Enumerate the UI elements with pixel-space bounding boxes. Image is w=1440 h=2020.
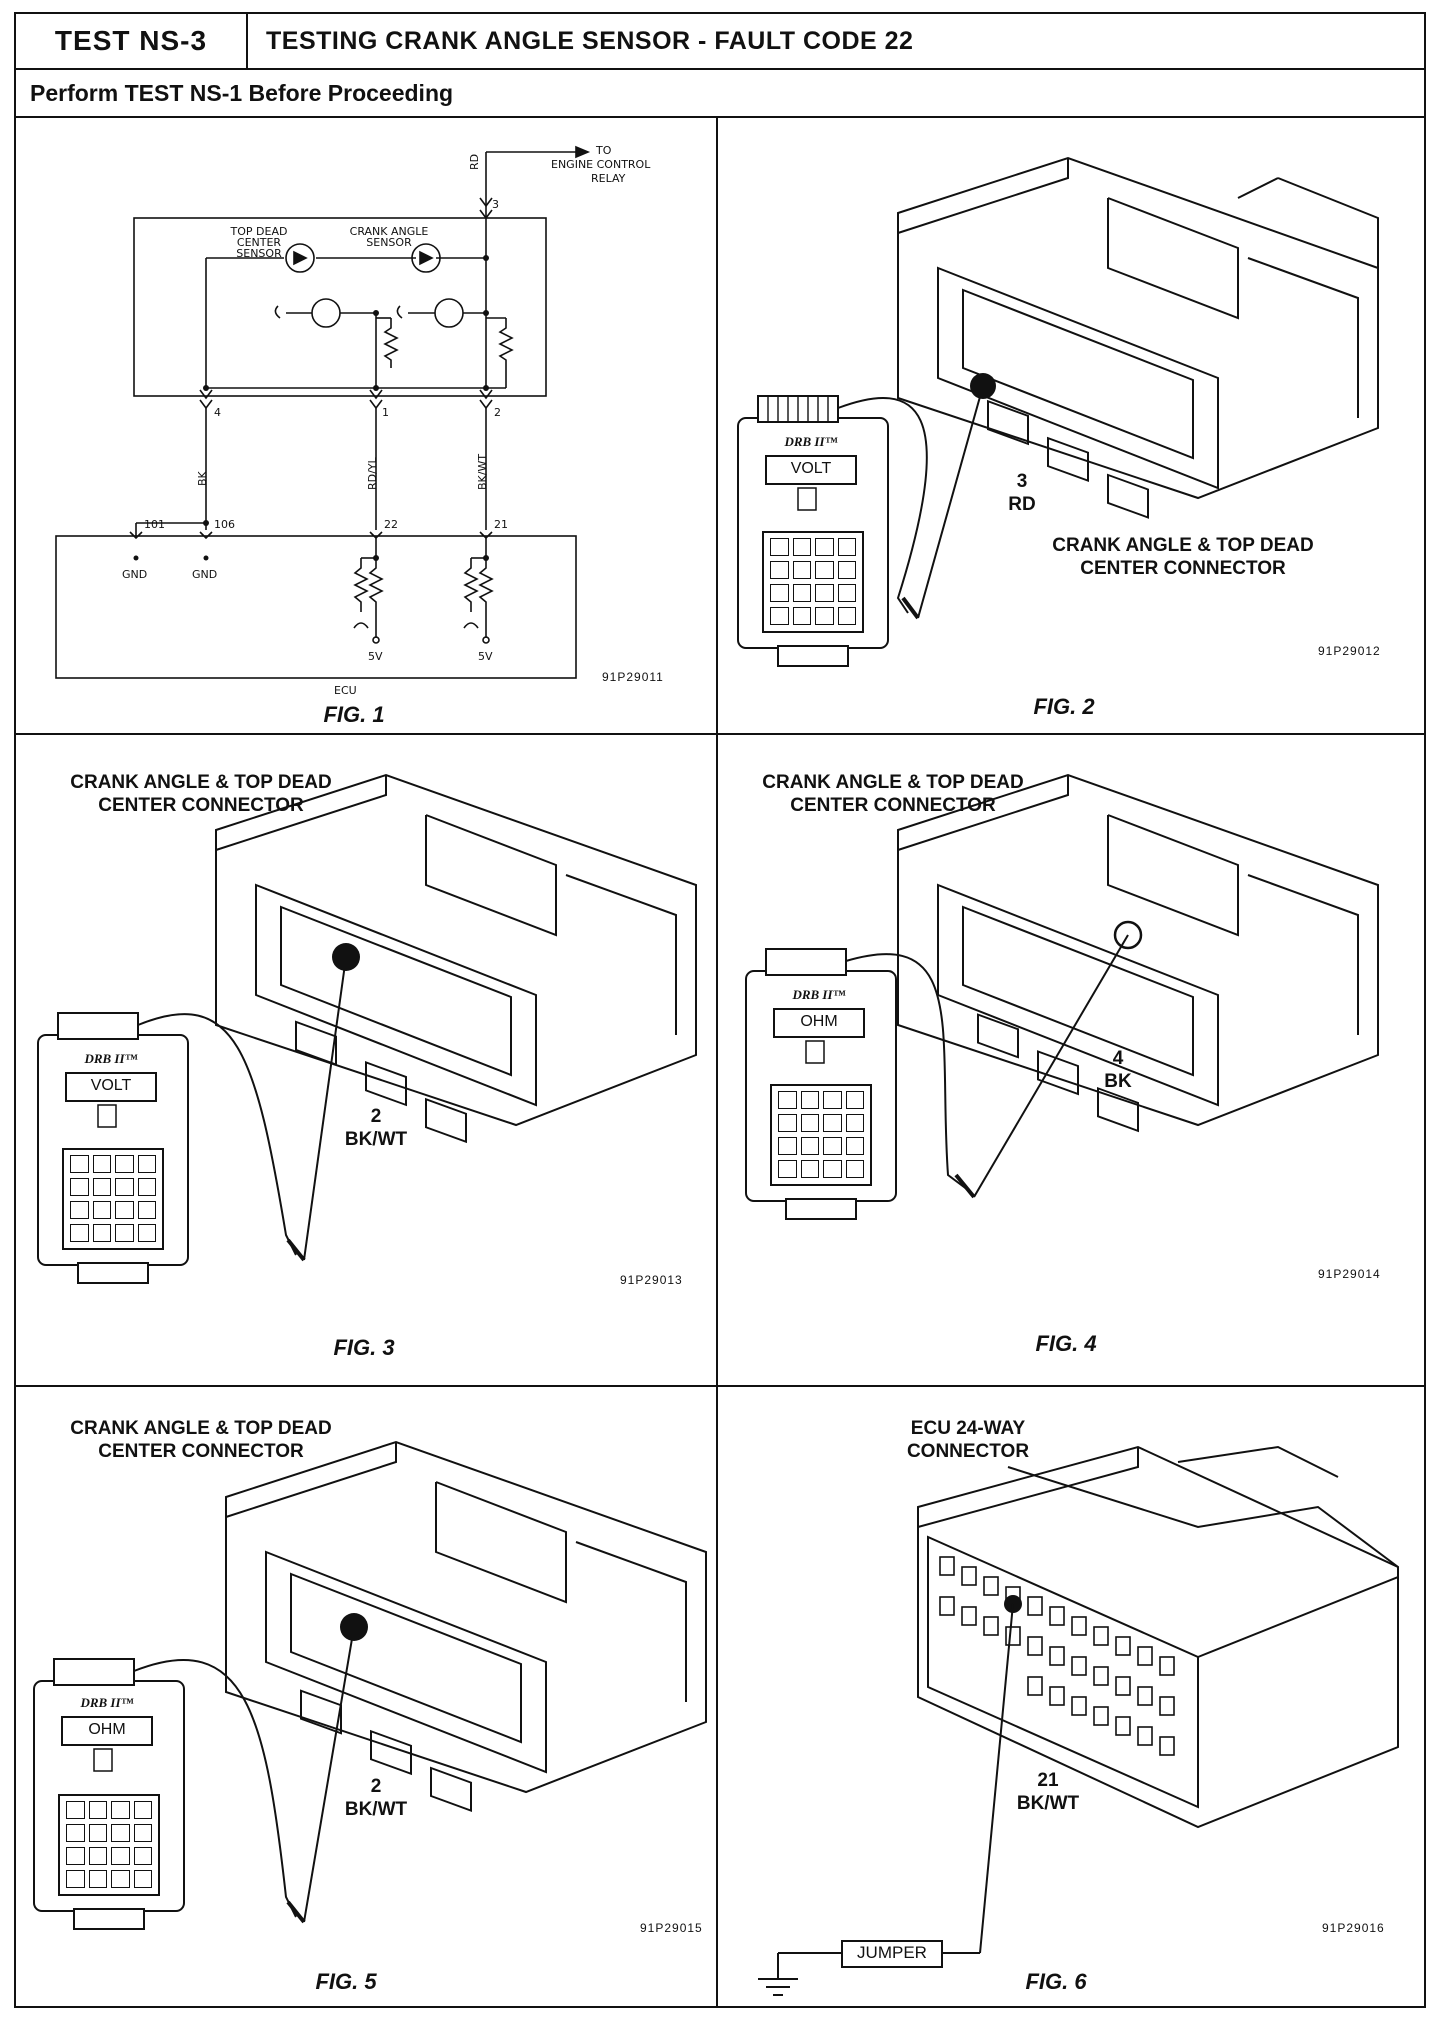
fig1-panel: TO ENGINE CONTROL RELAY TOP DEAD CENTER … bbox=[16, 118, 716, 733]
probe-point bbox=[970, 373, 996, 399]
test-title: TESTING CRANK ANGLE SENSOR - FAULT CODE … bbox=[266, 26, 914, 55]
test-id: TEST NS-3 bbox=[16, 14, 248, 68]
fig5-connector-label: CRANK ANGLE & TOP DEAD CENTER CONNECTOR bbox=[70, 1418, 332, 1462]
meter-mode: VOLT bbox=[90, 1077, 132, 1094]
ecu-pin-106: 106 bbox=[214, 518, 235, 531]
fig3-label: FIG. 3 bbox=[333, 1335, 395, 1360]
ecu-pin-21: 21 bbox=[494, 518, 508, 531]
grid-divider-row2 bbox=[16, 1385, 1424, 1387]
jumper-label: JUMPER bbox=[857, 1943, 927, 1962]
keypad-icon bbox=[70, 1155, 156, 1243]
fig6-panel: ECU 24-WAY CONNECTOR 21 BK/WT JUMPER 91P… bbox=[718, 1387, 1424, 2008]
v5-label-1: 5V bbox=[368, 650, 383, 663]
ecu-connector-drawing bbox=[758, 1445, 1399, 1996]
pin-2-label: 2 bbox=[494, 406, 501, 419]
v5-label-2: 5V bbox=[478, 650, 493, 663]
meter-brand: DRB II™ bbox=[784, 434, 838, 449]
wire-rdyl-label: RD/YL bbox=[366, 457, 379, 490]
ecu-label: ECU bbox=[334, 684, 357, 697]
fig2-label: FIG. 2 bbox=[1033, 694, 1095, 719]
keypad-icon bbox=[778, 1091, 864, 1179]
fig3-pin-callout: 2 BK/WT bbox=[344, 1106, 408, 1150]
meter-mode: OHM bbox=[88, 1721, 126, 1738]
jumper-box bbox=[841, 1940, 943, 1968]
gnd-label-1: GND bbox=[122, 568, 148, 581]
keypad-icon bbox=[66, 1801, 152, 1889]
fig6-image-code: 91P29016 bbox=[1322, 1921, 1385, 1935]
manual-page: TEST NS-3 TESTING CRANK ANGLE SENSOR - F… bbox=[14, 12, 1426, 2008]
wire-rd-label: RD bbox=[468, 153, 481, 170]
ecu-box bbox=[55, 535, 577, 679]
pin-3-label: 3 bbox=[492, 198, 499, 211]
ground-icon bbox=[758, 1978, 798, 1996]
arrow-icon bbox=[575, 145, 591, 159]
fig3-panel: DRB II™ VOLT CRANK ANGLE & TOP DEAD CENT… bbox=[16, 735, 716, 1385]
fig6-pin-callout: 21 BK/WT bbox=[1016, 1770, 1080, 1814]
fig2-pin-callout: 3 RD bbox=[1008, 471, 1036, 515]
meter-mode: OHM bbox=[800, 1013, 838, 1030]
fig1-label: FIG. 1 bbox=[323, 702, 385, 727]
tdc-sensor-label: TOP DEAD CENTER SENSOR bbox=[230, 225, 288, 260]
fig4-image-code: 91P29014 bbox=[1318, 1267, 1381, 1281]
grid-divider-row1 bbox=[16, 733, 1424, 735]
fig5-image-code: 91P29015 bbox=[640, 1921, 703, 1935]
probe-point bbox=[332, 943, 360, 971]
fig6-connector-label: ECU 24-WAY CONNECTOR bbox=[906, 1418, 1030, 1462]
meter-brand: DRB II™ bbox=[84, 1051, 138, 1066]
connector-drawing bbox=[745, 773, 1379, 1220]
ecu-pin-22: 22 bbox=[384, 518, 398, 531]
fig1-image-code: 91P29011 bbox=[602, 670, 664, 684]
cas-sensor-label: CRANK ANGLE SENSOR bbox=[349, 225, 429, 249]
connector-drawing bbox=[37, 773, 697, 1284]
meter-mode: VOLT bbox=[790, 460, 832, 477]
probe-point bbox=[340, 1613, 368, 1641]
sensor-housing bbox=[133, 217, 547, 397]
ecu-pin-101: 101 bbox=[144, 518, 165, 531]
fig4-connector-label: CRANK ANGLE & TOP DEAD CENTER CONNECTOR bbox=[762, 772, 1024, 816]
fig3-connector-label: CRANK ANGLE & TOP DEAD CENTER CONNECTOR bbox=[70, 772, 332, 816]
to-label: TO bbox=[596, 144, 612, 157]
prerequisite-note: Perform TEST NS-1 Before Proceeding bbox=[16, 70, 1424, 118]
gnd-label-2: GND bbox=[192, 568, 218, 581]
fig6-label: FIG. 6 bbox=[1025, 1969, 1087, 1994]
fig2-panel: DRB II™ VOLT 3 RD CRANK ANGLE & TOP DEAD… bbox=[718, 118, 1424, 733]
wire-bk-label: BK bbox=[196, 471, 209, 486]
grid-divider-vertical bbox=[716, 118, 718, 2008]
meter-display bbox=[765, 455, 857, 485]
fig3-image-code: 91P29013 bbox=[620, 1273, 683, 1287]
meter-brand: DRB II™ bbox=[80, 1695, 134, 1710]
wire-bkwt-label: BK/WT bbox=[476, 453, 489, 490]
fig2-image-code: 91P29012 bbox=[1318, 644, 1381, 658]
probe-point bbox=[1113, 920, 1143, 950]
pin-4-label: 4 bbox=[214, 406, 221, 419]
fig4-panel: DRB II™ OHM CRANK ANGLE & TOP DEAD CENTE… bbox=[718, 735, 1424, 1385]
meter-brand: DRB II™ bbox=[792, 987, 846, 1002]
fig5-panel: DRB II™ OHM CRANK ANGLE & TOP DEAD CENTE… bbox=[16, 1387, 716, 2008]
connector-drawing bbox=[33, 1440, 707, 1930]
pin-1-label: 1 bbox=[382, 406, 389, 419]
wiring-schematic bbox=[55, 145, 591, 679]
fig4-pin-callout: 4 BK bbox=[1104, 1048, 1132, 1092]
fig5-label: FIG. 5 bbox=[315, 1969, 377, 1994]
figure-grid: TO ENGINE CONTROL RELAY TOP DEAD CENTER … bbox=[16, 118, 1424, 2008]
fig5-pin-callout: 2 BK/WT bbox=[344, 1776, 408, 1820]
connector-drawing bbox=[737, 156, 1379, 667]
keypad-icon bbox=[770, 538, 856, 626]
fig2-connector-label: CRANK ANGLE & TOP DEAD CENTER CONNECTOR bbox=[1052, 535, 1314, 579]
to-relay-label-1: ENGINE CONTROL bbox=[551, 158, 651, 171]
fig4-label: FIG. 4 bbox=[1035, 1331, 1097, 1356]
to-relay-label-2: RELAY bbox=[591, 172, 626, 185]
pin-grid bbox=[939, 1556, 1175, 1756]
title-bar: TEST NS-3 TESTING CRANK ANGLE SENSOR - F… bbox=[16, 14, 1424, 70]
